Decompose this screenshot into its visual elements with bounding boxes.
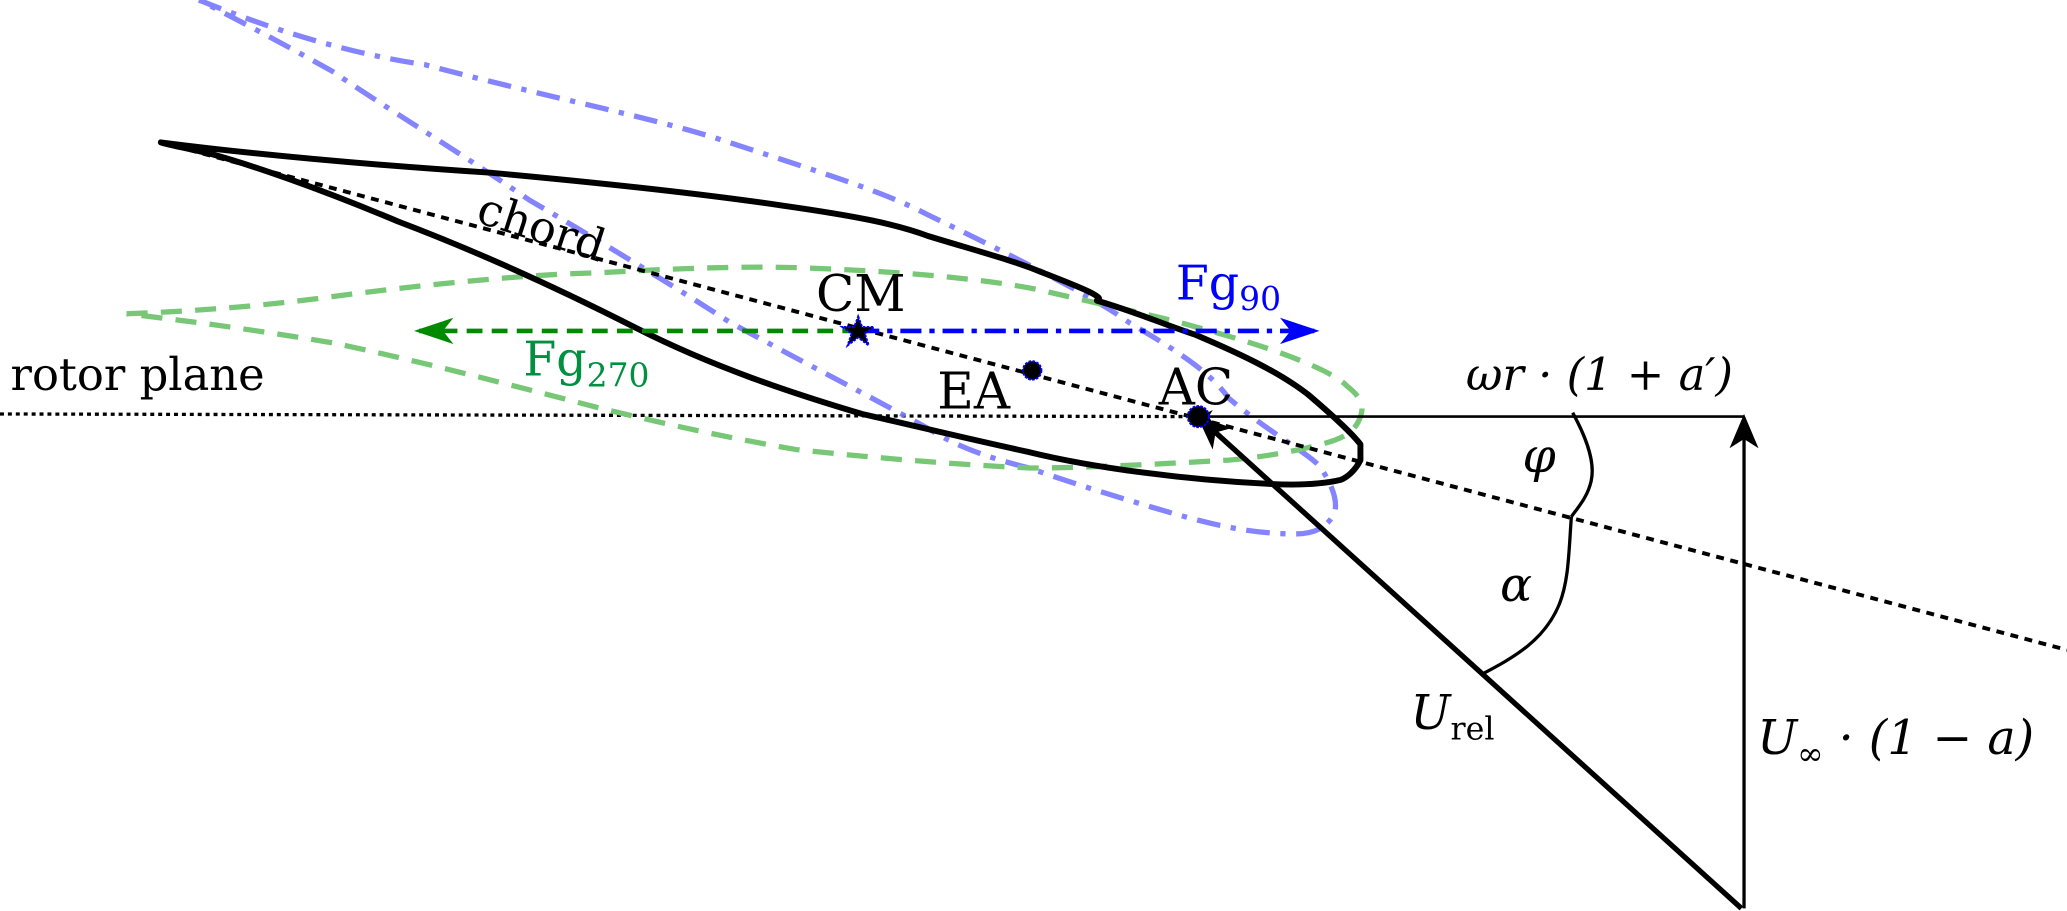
u-rel-label: Urel xyxy=(1411,686,1495,748)
u-inf-label: U∞ · (1 − a) xyxy=(1757,711,2034,773)
fg90-label-sub: 90 xyxy=(1239,279,1281,318)
rotor-plane-line xyxy=(0,412,1199,419)
ac-label: AC xyxy=(1158,359,1233,417)
alpha-angle-arc xyxy=(1479,516,1573,677)
chord-line xyxy=(160,140,2067,652)
u-inf-label-rest: · (1 − a) xyxy=(1824,711,2035,766)
fg90-label-main: Fg xyxy=(1176,256,1239,311)
phi-angle-arc xyxy=(1569,411,1594,518)
fg270-label: Fg270 xyxy=(523,333,649,395)
ac-point-marker xyxy=(1186,405,1210,429)
phi-label: φ xyxy=(1523,429,1557,484)
u-inf-label-sub: ∞ xyxy=(1797,737,1823,773)
cm-label: CM xyxy=(816,265,906,323)
omega-r-label: ωr · (1 + a′) xyxy=(1466,348,1733,401)
airfoil-outline xyxy=(157,139,1364,488)
ea-point-marker xyxy=(1021,360,1043,381)
cm-star-marker xyxy=(839,313,878,349)
u-rel-vector xyxy=(1197,415,1744,911)
airfoil-rotated-90-outline xyxy=(197,0,1339,537)
ea-label: EA xyxy=(937,363,1011,421)
fg270-label-sub: 270 xyxy=(587,355,650,394)
u-rel-label-sub: rel xyxy=(1450,712,1494,748)
u-inf-label-main: U xyxy=(1757,711,1799,766)
rotor-plane-label: rotor plane xyxy=(11,348,265,401)
fg90-label: Fg90 xyxy=(1176,256,1281,318)
u-rel-label-main: U xyxy=(1411,686,1453,741)
alpha-label: α xyxy=(1500,558,1532,613)
fg270-label-main: Fg xyxy=(523,333,586,388)
